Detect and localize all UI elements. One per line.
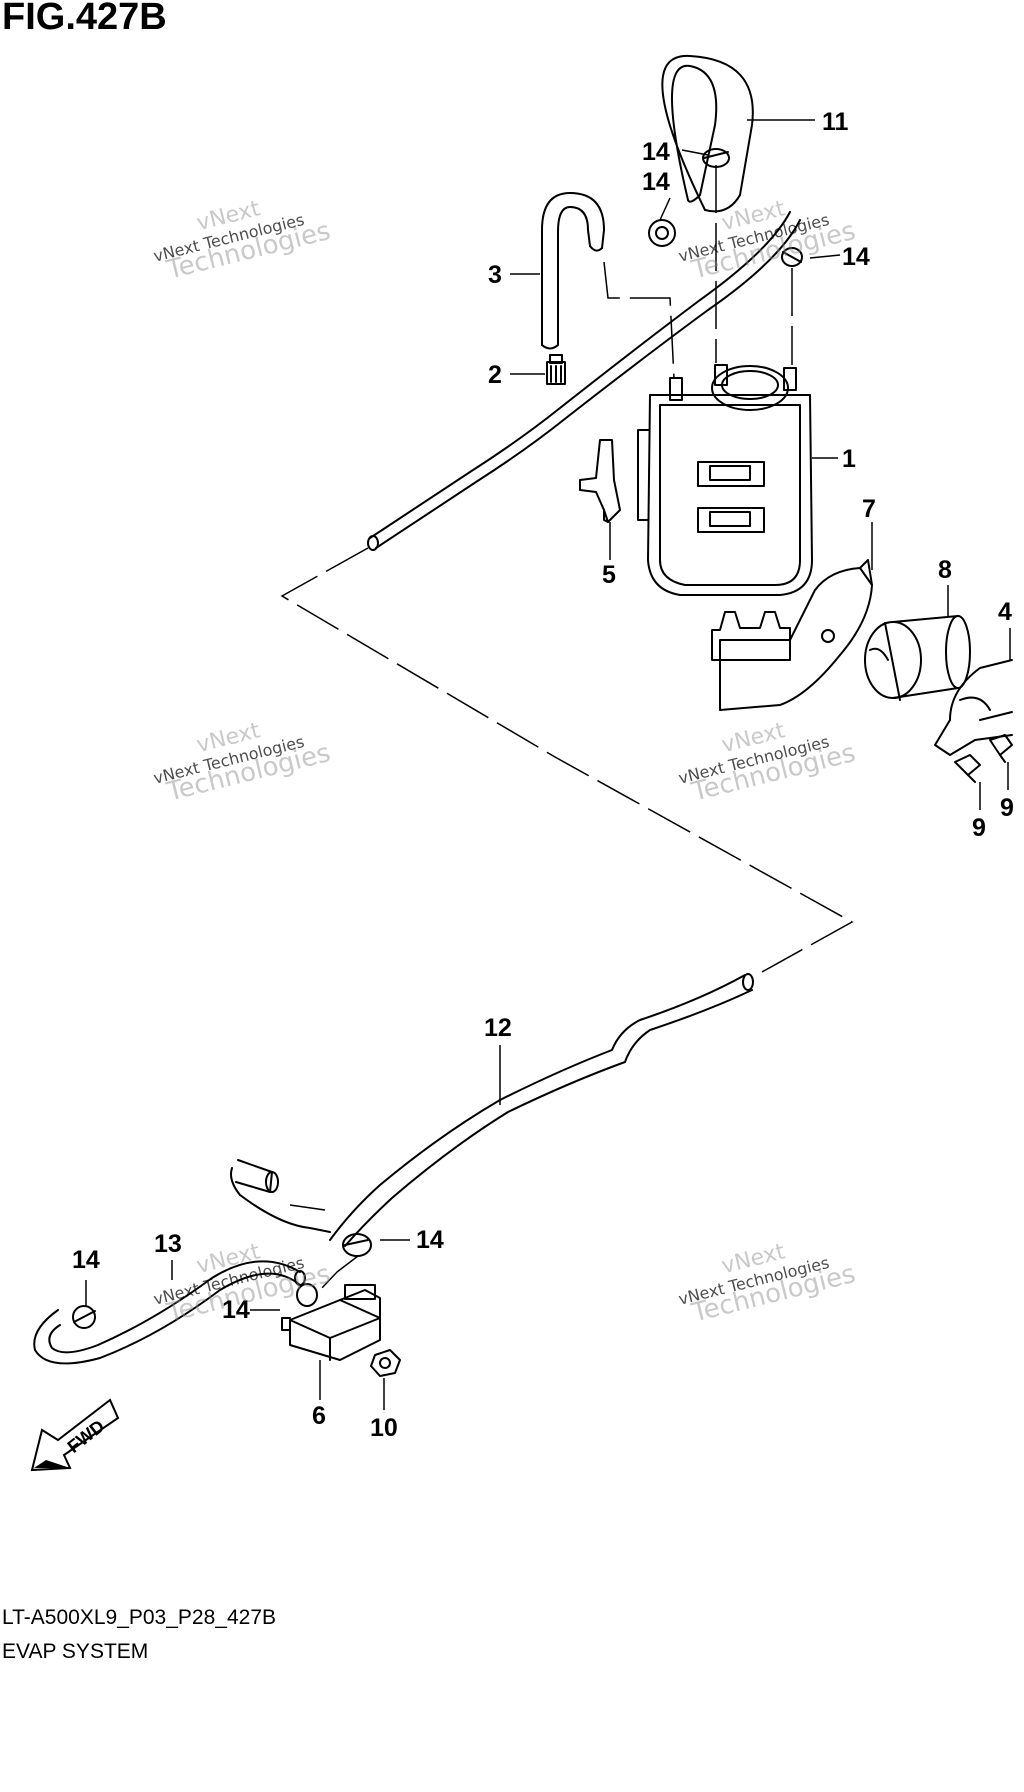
callout-14-lower-mid: 14 xyxy=(222,1296,250,1324)
part-9-bolt-left xyxy=(954,754,981,783)
callout-11: 11 xyxy=(822,108,849,136)
part-12-hose xyxy=(329,973,754,1247)
part-6-valve xyxy=(281,1284,381,1361)
part-14-clamp-lower-right xyxy=(342,1233,372,1257)
callout-14-lower-right: 14 xyxy=(416,1226,444,1254)
part-11-hose xyxy=(661,54,754,213)
callout-10: 10 xyxy=(370,1414,398,1442)
watermarks: vNext vNext Technologies Technologies vN… xyxy=(152,196,859,1329)
callout-4: 4 xyxy=(998,598,1012,626)
callout-7: 7 xyxy=(862,495,876,523)
callout-9-right: 9 xyxy=(1000,794,1014,822)
callout-2: 2 xyxy=(488,361,502,389)
callout-5: 5 xyxy=(602,561,616,589)
part-5-bracket xyxy=(579,439,621,523)
callout-9-left: 9 xyxy=(972,814,986,842)
part-13-hose xyxy=(33,1260,306,1365)
part-14-clamp-lower-mid xyxy=(296,1283,318,1307)
watermark-6: vNext vNext Technologies Technologies xyxy=(677,1239,859,1329)
part-14-clamp-top xyxy=(702,148,730,168)
part-4-bracket xyxy=(934,659,1013,756)
callout-12: 12 xyxy=(484,1014,512,1042)
figure-title: FIG.427B xyxy=(2,0,167,38)
watermark-3: vNext vNext Technologies Technologies xyxy=(152,718,334,808)
part-14-clamp-lower-left xyxy=(72,1305,96,1329)
callout-1: 1 xyxy=(842,445,856,473)
part-long-hose-upper xyxy=(367,211,801,551)
dashed-link-lines xyxy=(280,165,854,1291)
part-1-canister xyxy=(637,364,813,596)
part-8-grommet xyxy=(864,615,971,701)
callout-6: 6 xyxy=(312,1402,326,1430)
part-12-hose-end xyxy=(230,1159,331,1233)
diagram-name: EVAP SYSTEM xyxy=(2,1640,149,1663)
watermark-1: vNext vNext Technologies Technologies xyxy=(152,196,334,286)
part-9-bolt-right xyxy=(989,734,1013,763)
callout-14-top: 14 xyxy=(642,138,670,166)
fwd-arrow: FWD xyxy=(30,1398,120,1472)
watermark-4: vNext vNext Technologies Technologies xyxy=(677,718,859,808)
leader-lines xyxy=(85,119,1011,1410)
callout-8: 8 xyxy=(938,556,952,584)
part-14-clamp-right xyxy=(781,247,803,267)
diagram-code: LT-A500XL9_P03_P28_427B xyxy=(2,1606,277,1629)
part-7-bracket xyxy=(711,559,873,711)
callout-14-lower-left: 14 xyxy=(72,1246,100,1274)
part-3-hose xyxy=(541,192,605,350)
part-10-nut xyxy=(370,1349,401,1377)
callout-14-right: 14 xyxy=(842,243,870,271)
callout-14-second: 14 xyxy=(642,168,670,196)
callout-3: 3 xyxy=(488,261,502,289)
part-2-fitting xyxy=(546,354,566,385)
part-14-clamp-second xyxy=(648,219,676,247)
callout-13: 13 xyxy=(154,1230,182,1258)
callouts: 11 14 14 14 3 2 1 5 7 8 4 9 9 12 14 13 1… xyxy=(72,108,1014,1442)
